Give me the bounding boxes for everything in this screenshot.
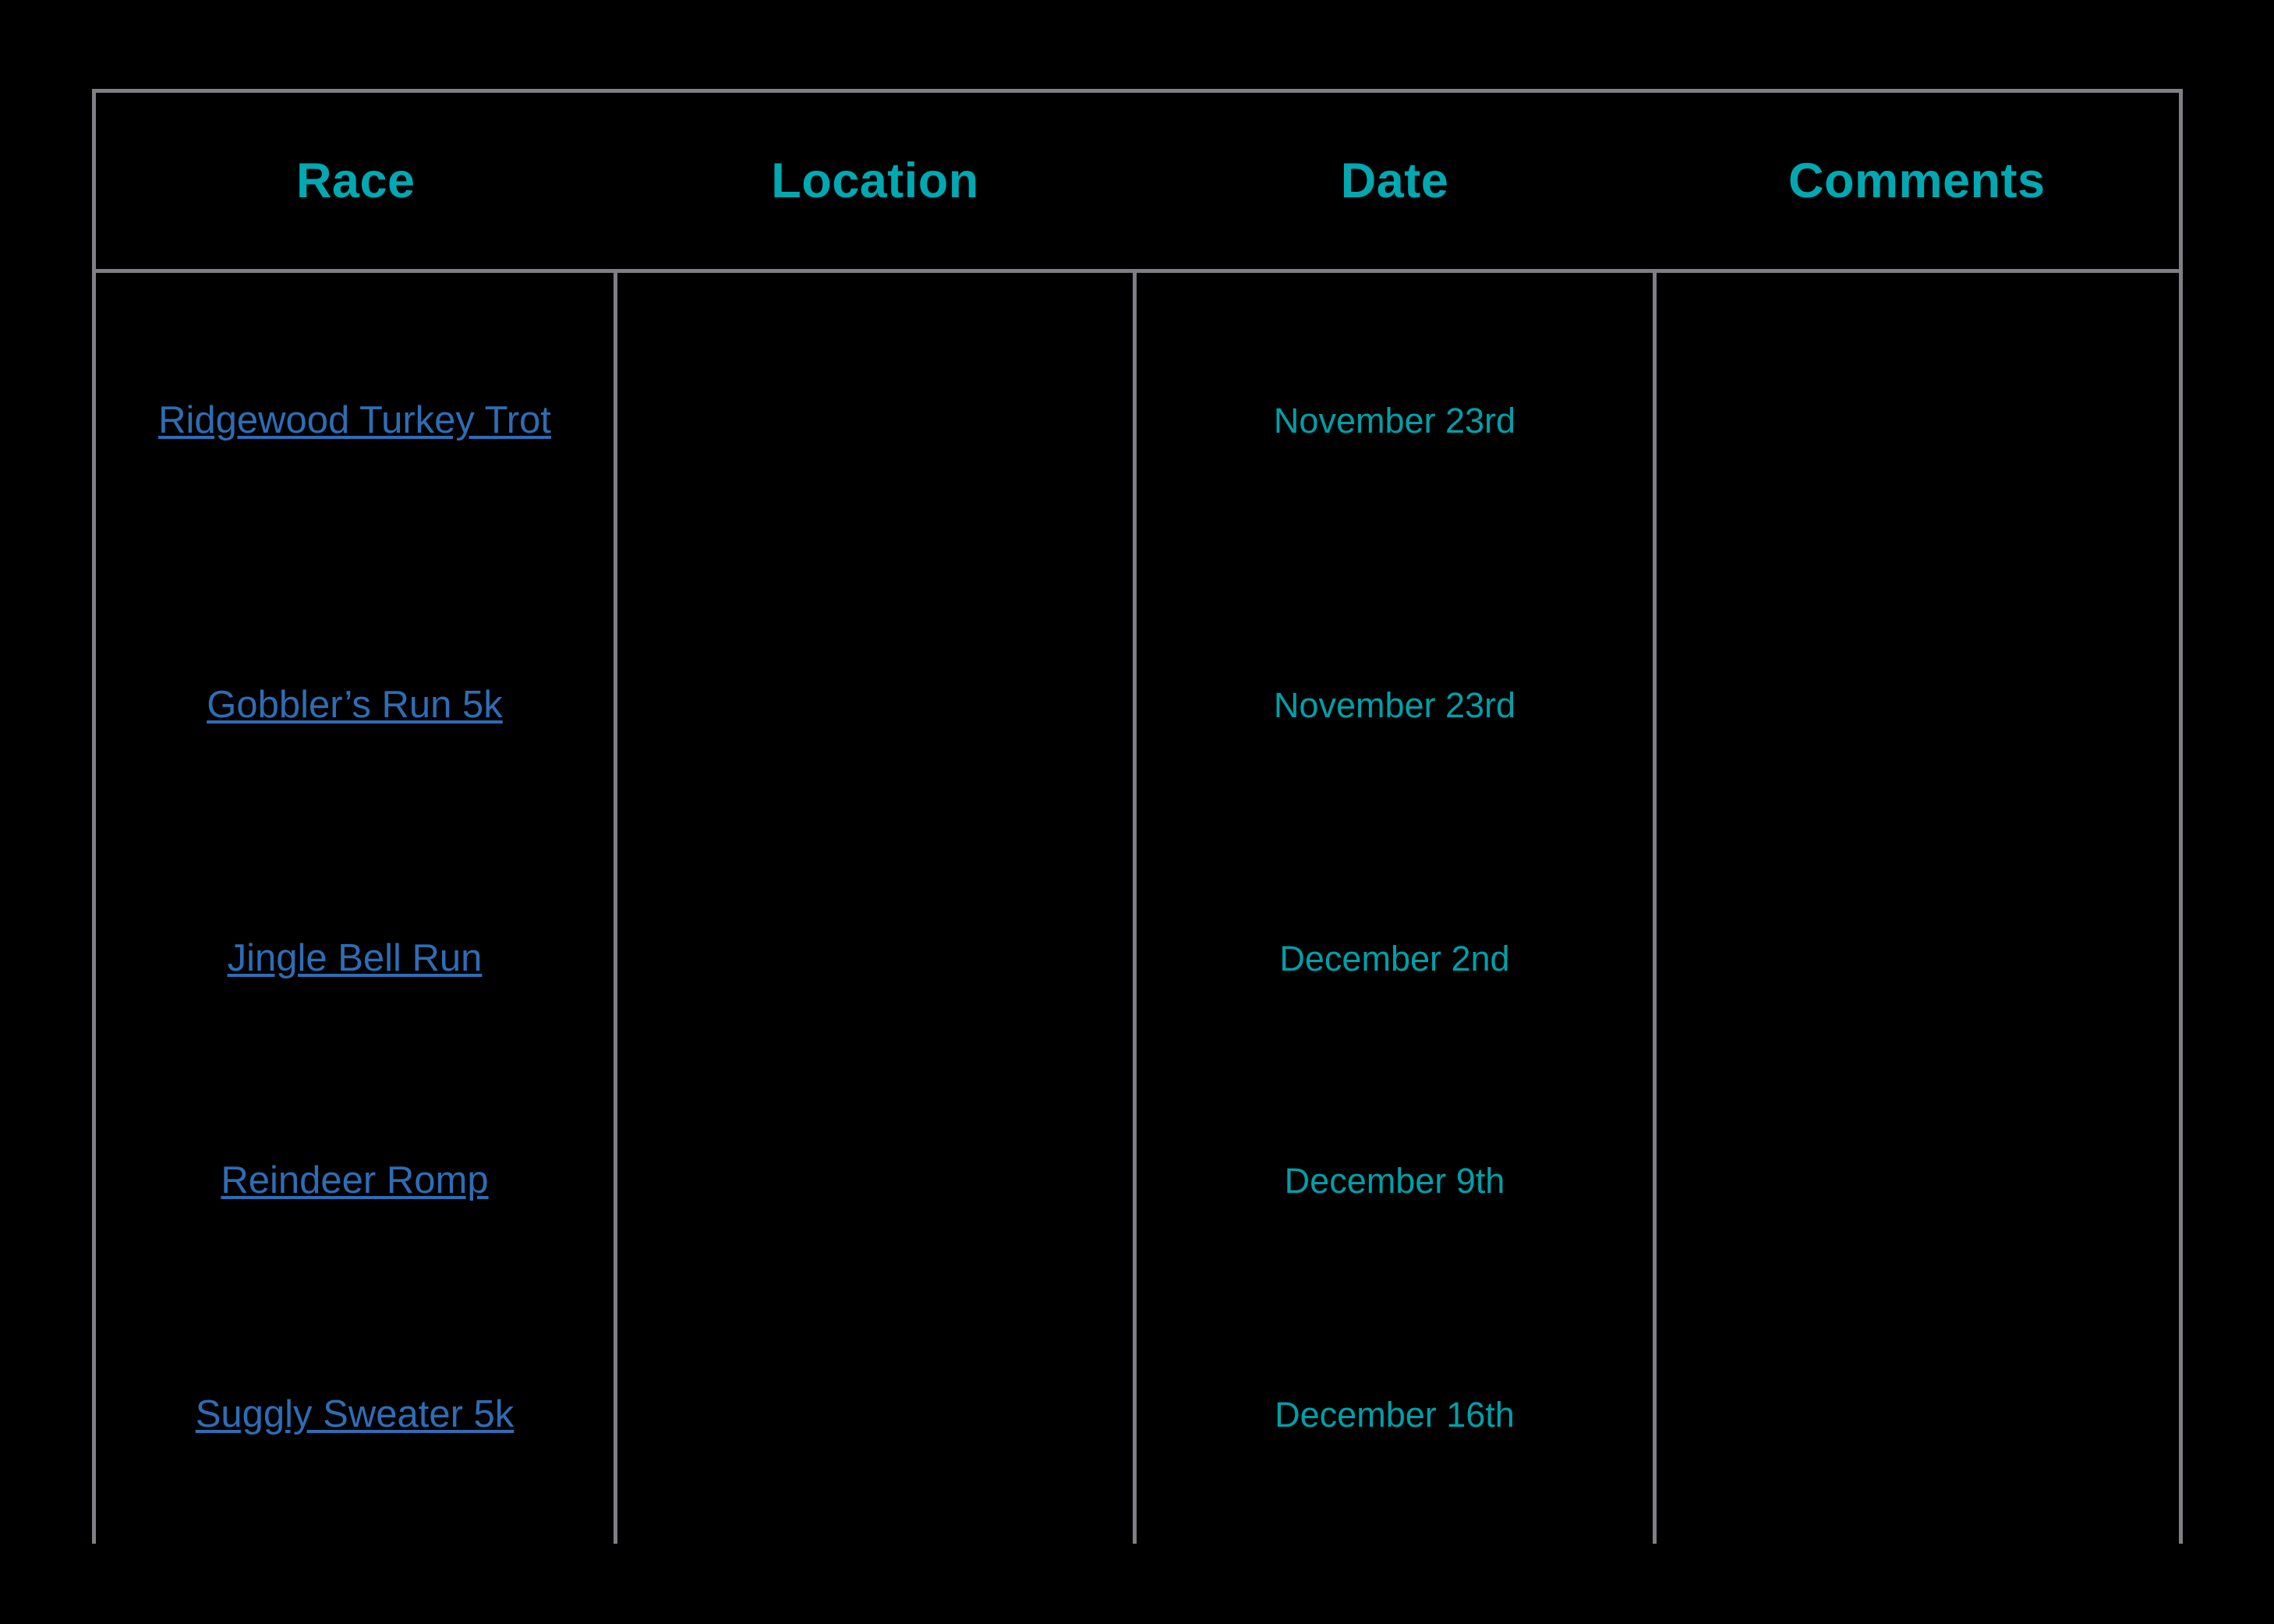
race-link[interactable]: Gobbler’s Run 5k [207,684,503,727]
comments-value [1657,959,2179,960]
date-value: December 16th [1275,1395,1515,1435]
column-header-comments: Comments [1654,89,2183,273]
cell-comments [1654,1286,2183,1544]
race-link[interactable]: Ridgewood Turkey Trot [158,399,551,442]
race-link[interactable]: Suggly Sweater 5k [195,1393,515,1436]
cell-race: Suggly Sweater 5k [92,1286,617,1544]
cell-race: Jingle Bell Run [92,842,617,1076]
column-header-location: Location [615,89,1135,273]
race-schedule-table: Race Location Date Comments Ridgewood Tu… [92,89,2183,1544]
cell-date: December 2nd [1134,842,1657,1076]
cell-date: November 23rd [1134,569,1657,842]
cell-location [615,569,1137,842]
location-value [617,959,1133,960]
cell-race: Reindeer Romp [92,1076,617,1286]
location-value [617,421,1133,422]
column-header-race: Race [92,89,616,273]
comments-value [1657,1181,2179,1182]
cell-location [615,271,1137,569]
date-value: December 2nd [1279,939,1510,978]
cell-comments [1654,271,2183,569]
date-value: November 23rd [1273,685,1516,725]
table-row: Jingle Bell Run December 2nd [92,842,2183,1076]
table-body: Ridgewood Turkey Trot November 23rd Gobb… [92,271,2183,1544]
table-row: Ridgewood Turkey Trot November 23rd [92,271,2183,569]
date-value: December 9th [1284,1161,1505,1201]
header-row: Race Location Date Comments [92,89,2183,273]
cell-date: December 16th [1134,1286,1657,1544]
cell-race: Ridgewood Turkey Trot [92,271,617,569]
race-link[interactable]: Jingle Bell Run [227,937,483,980]
column-header-date: Date [1134,89,1655,273]
table-row: Suggly Sweater 5k December 16th [92,1286,2183,1544]
cell-comments [1654,1076,2183,1286]
cell-race: Gobbler’s Run 5k [92,569,617,842]
cell-date: December 9th [1134,1076,1657,1286]
cell-date: November 23rd [1134,271,1657,569]
table-header: Race Location Date Comments [92,89,2183,273]
table-row: Gobbler’s Run 5k November 23rd [92,569,2183,842]
cell-location [615,842,1137,1076]
cell-comments [1654,569,2183,842]
location-value [617,1415,1133,1416]
race-link[interactable]: Reindeer Romp [221,1159,489,1202]
comments-value [1657,421,2179,422]
cell-comments [1654,842,2183,1076]
cell-location [615,1076,1137,1286]
comments-value [1657,1415,2179,1416]
location-value [617,1181,1133,1182]
cell-location [615,1286,1137,1544]
date-value: November 23rd [1273,401,1516,440]
table-row: Reindeer Romp December 9th [92,1076,2183,1286]
